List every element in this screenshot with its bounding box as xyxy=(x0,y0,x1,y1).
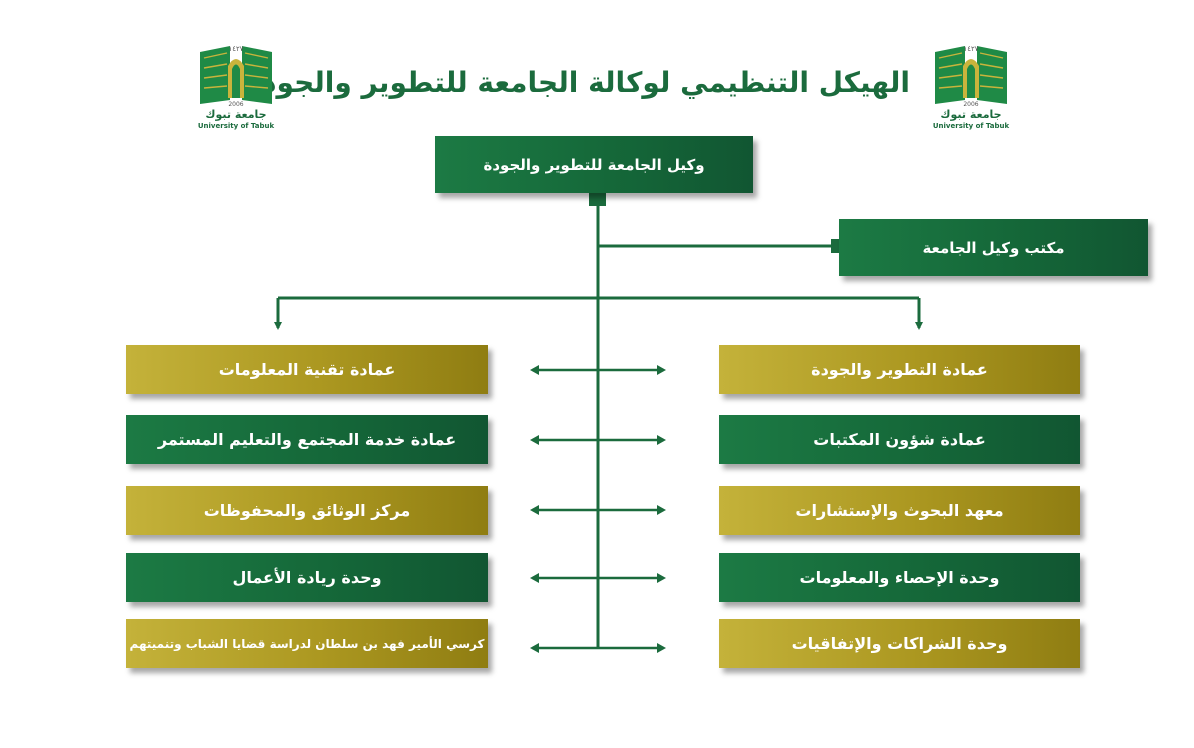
logo-name-english: University of Tabuk xyxy=(197,122,275,130)
logo-hijri-year: ١٤٢٧ xyxy=(228,45,243,53)
arrowhead-left-5 xyxy=(530,643,539,653)
logo-year: 2006 xyxy=(963,101,978,108)
arrowhead-left-3 xyxy=(530,505,539,515)
vice-rector-office-node: مكتب وكيل الجامعة xyxy=(839,219,1148,276)
page-title: الهيكل التنظيمي لوكالة الجامعة للتطوير و… xyxy=(245,66,910,99)
left-node-3: مركز الوثائق والمحفوظات xyxy=(126,486,488,535)
right-node-3: معهد البحوث والإستشارات xyxy=(719,486,1080,535)
right-node-2: عمادة شؤون المكتبات xyxy=(719,415,1080,464)
right-node-5: وحدة الشراكات والإتفاقيات xyxy=(719,619,1080,668)
logo-name-arabic: جامعة تبوك xyxy=(205,108,267,121)
arrowhead-left-1 xyxy=(530,365,539,375)
left-node-2: عمادة خدمة المجتمع والتعليم المستمر xyxy=(126,415,488,464)
left-node-1: عمادة تقنية المعلومات xyxy=(126,345,488,394)
arrowhead-right-1 xyxy=(657,365,666,375)
arrowhead-right-2 xyxy=(657,435,666,445)
book-emblem-icon: ١٤٢٧ 2006 xyxy=(935,45,1007,108)
junction-square-top xyxy=(589,193,606,206)
logo-hijri-year: ١٤٢٧ xyxy=(963,45,978,53)
university-logo-left: ١٤٢٧ 2006 جامعة تبوك University of Tabuk xyxy=(196,42,276,142)
arrowhead-right-3 xyxy=(657,505,666,515)
left-node-4: وحدة ريادة الأعمال xyxy=(126,553,488,602)
logo-year: 2006 xyxy=(228,101,243,108)
right-node-1: عمادة التطوير والجودة xyxy=(719,345,1080,394)
right-node-4: وحدة الإحصاء والمعلومات xyxy=(719,553,1080,602)
logo-name-arabic: جامعة تبوك xyxy=(940,108,1002,121)
university-logo-right: ١٤٢٧ 2006 جامعة تبوك University of Tabuk xyxy=(931,42,1011,142)
arrowhead-right-4 xyxy=(657,573,666,583)
arrowhead-left-4 xyxy=(530,573,539,583)
junction-square-office xyxy=(831,239,842,253)
logo-name-english: University of Tabuk xyxy=(932,122,1010,130)
vice-rector-node: وكيل الجامعة للتطوير والجودة xyxy=(435,136,753,193)
arrowhead-right-5 xyxy=(657,643,666,653)
book-emblem-icon: ١٤٢٧ 2006 xyxy=(200,45,272,108)
left-node-5: كرسي الأمير فهد بن سلطان لدراسة قضايا ال… xyxy=(126,619,488,668)
arrowhead-left-2 xyxy=(530,435,539,445)
